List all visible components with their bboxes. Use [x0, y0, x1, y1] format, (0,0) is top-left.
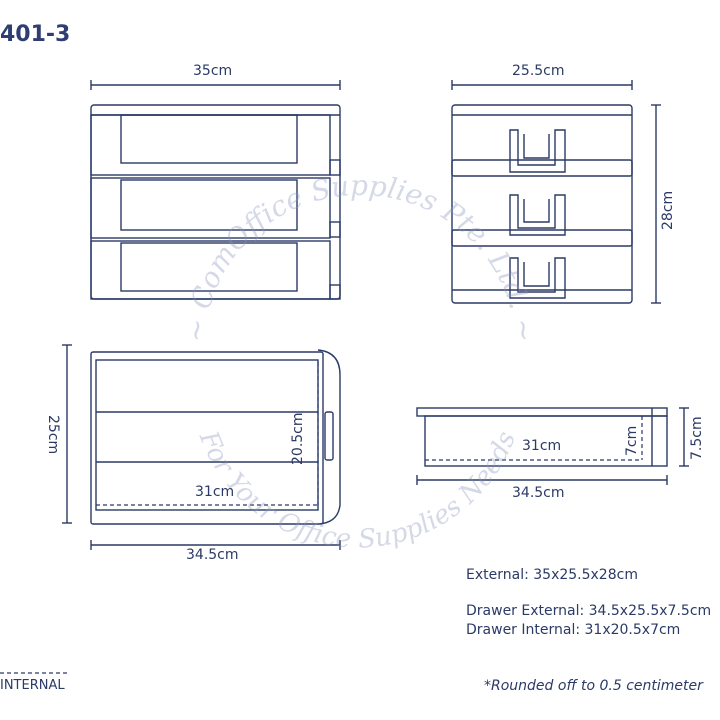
drawer-inner-width-label: 31cm	[522, 438, 562, 454]
top-view	[62, 344, 341, 550]
top-depth-label: 25cm	[45, 415, 61, 455]
front-view	[90, 80, 341, 300]
front-width-label: 35cm	[193, 63, 233, 79]
model-number: 401-3	[0, 22, 71, 47]
top-inner-width-label: 31cm	[195, 484, 235, 500]
spec-drawer-internal: Drawer Internal: 31x20.5x7cm	[466, 622, 681, 638]
legend-internal-label: INTERNAL	[0, 678, 65, 693]
watermark-line1: ~ ComOffice Supplies Pte. Ltd. ~	[179, 169, 542, 344]
spec-external: External: 35x25.5x28cm	[466, 567, 638, 583]
watermark-line2: For Your Office Supplies Needs	[193, 426, 523, 555]
drawer-height-label: 7.5cm	[689, 416, 705, 460]
top-inner-depth-label: 20.5cm	[290, 412, 306, 465]
side-depth-label: 25.5cm	[512, 63, 565, 79]
side-view	[451, 80, 661, 304]
side-height-label: 28cm	[660, 190, 676, 230]
top-width-label: 34.5cm	[186, 547, 239, 563]
watermark-line1-path: ~ ComOffice Supplies Pte. Ltd. ~	[179, 169, 542, 344]
watermark-line2-path: For Your Office Supplies Needs	[193, 426, 523, 555]
spec-drawer-external: Drawer External: 34.5x25.5x7.5cm	[466, 603, 712, 619]
drawer-view	[416, 407, 689, 485]
rounding-note: *Rounded off to 0.5 centimeter	[484, 678, 703, 694]
drawer-inner-height-label: 7cm	[624, 425, 640, 456]
drawer-width-label: 34.5cm	[512, 485, 565, 501]
